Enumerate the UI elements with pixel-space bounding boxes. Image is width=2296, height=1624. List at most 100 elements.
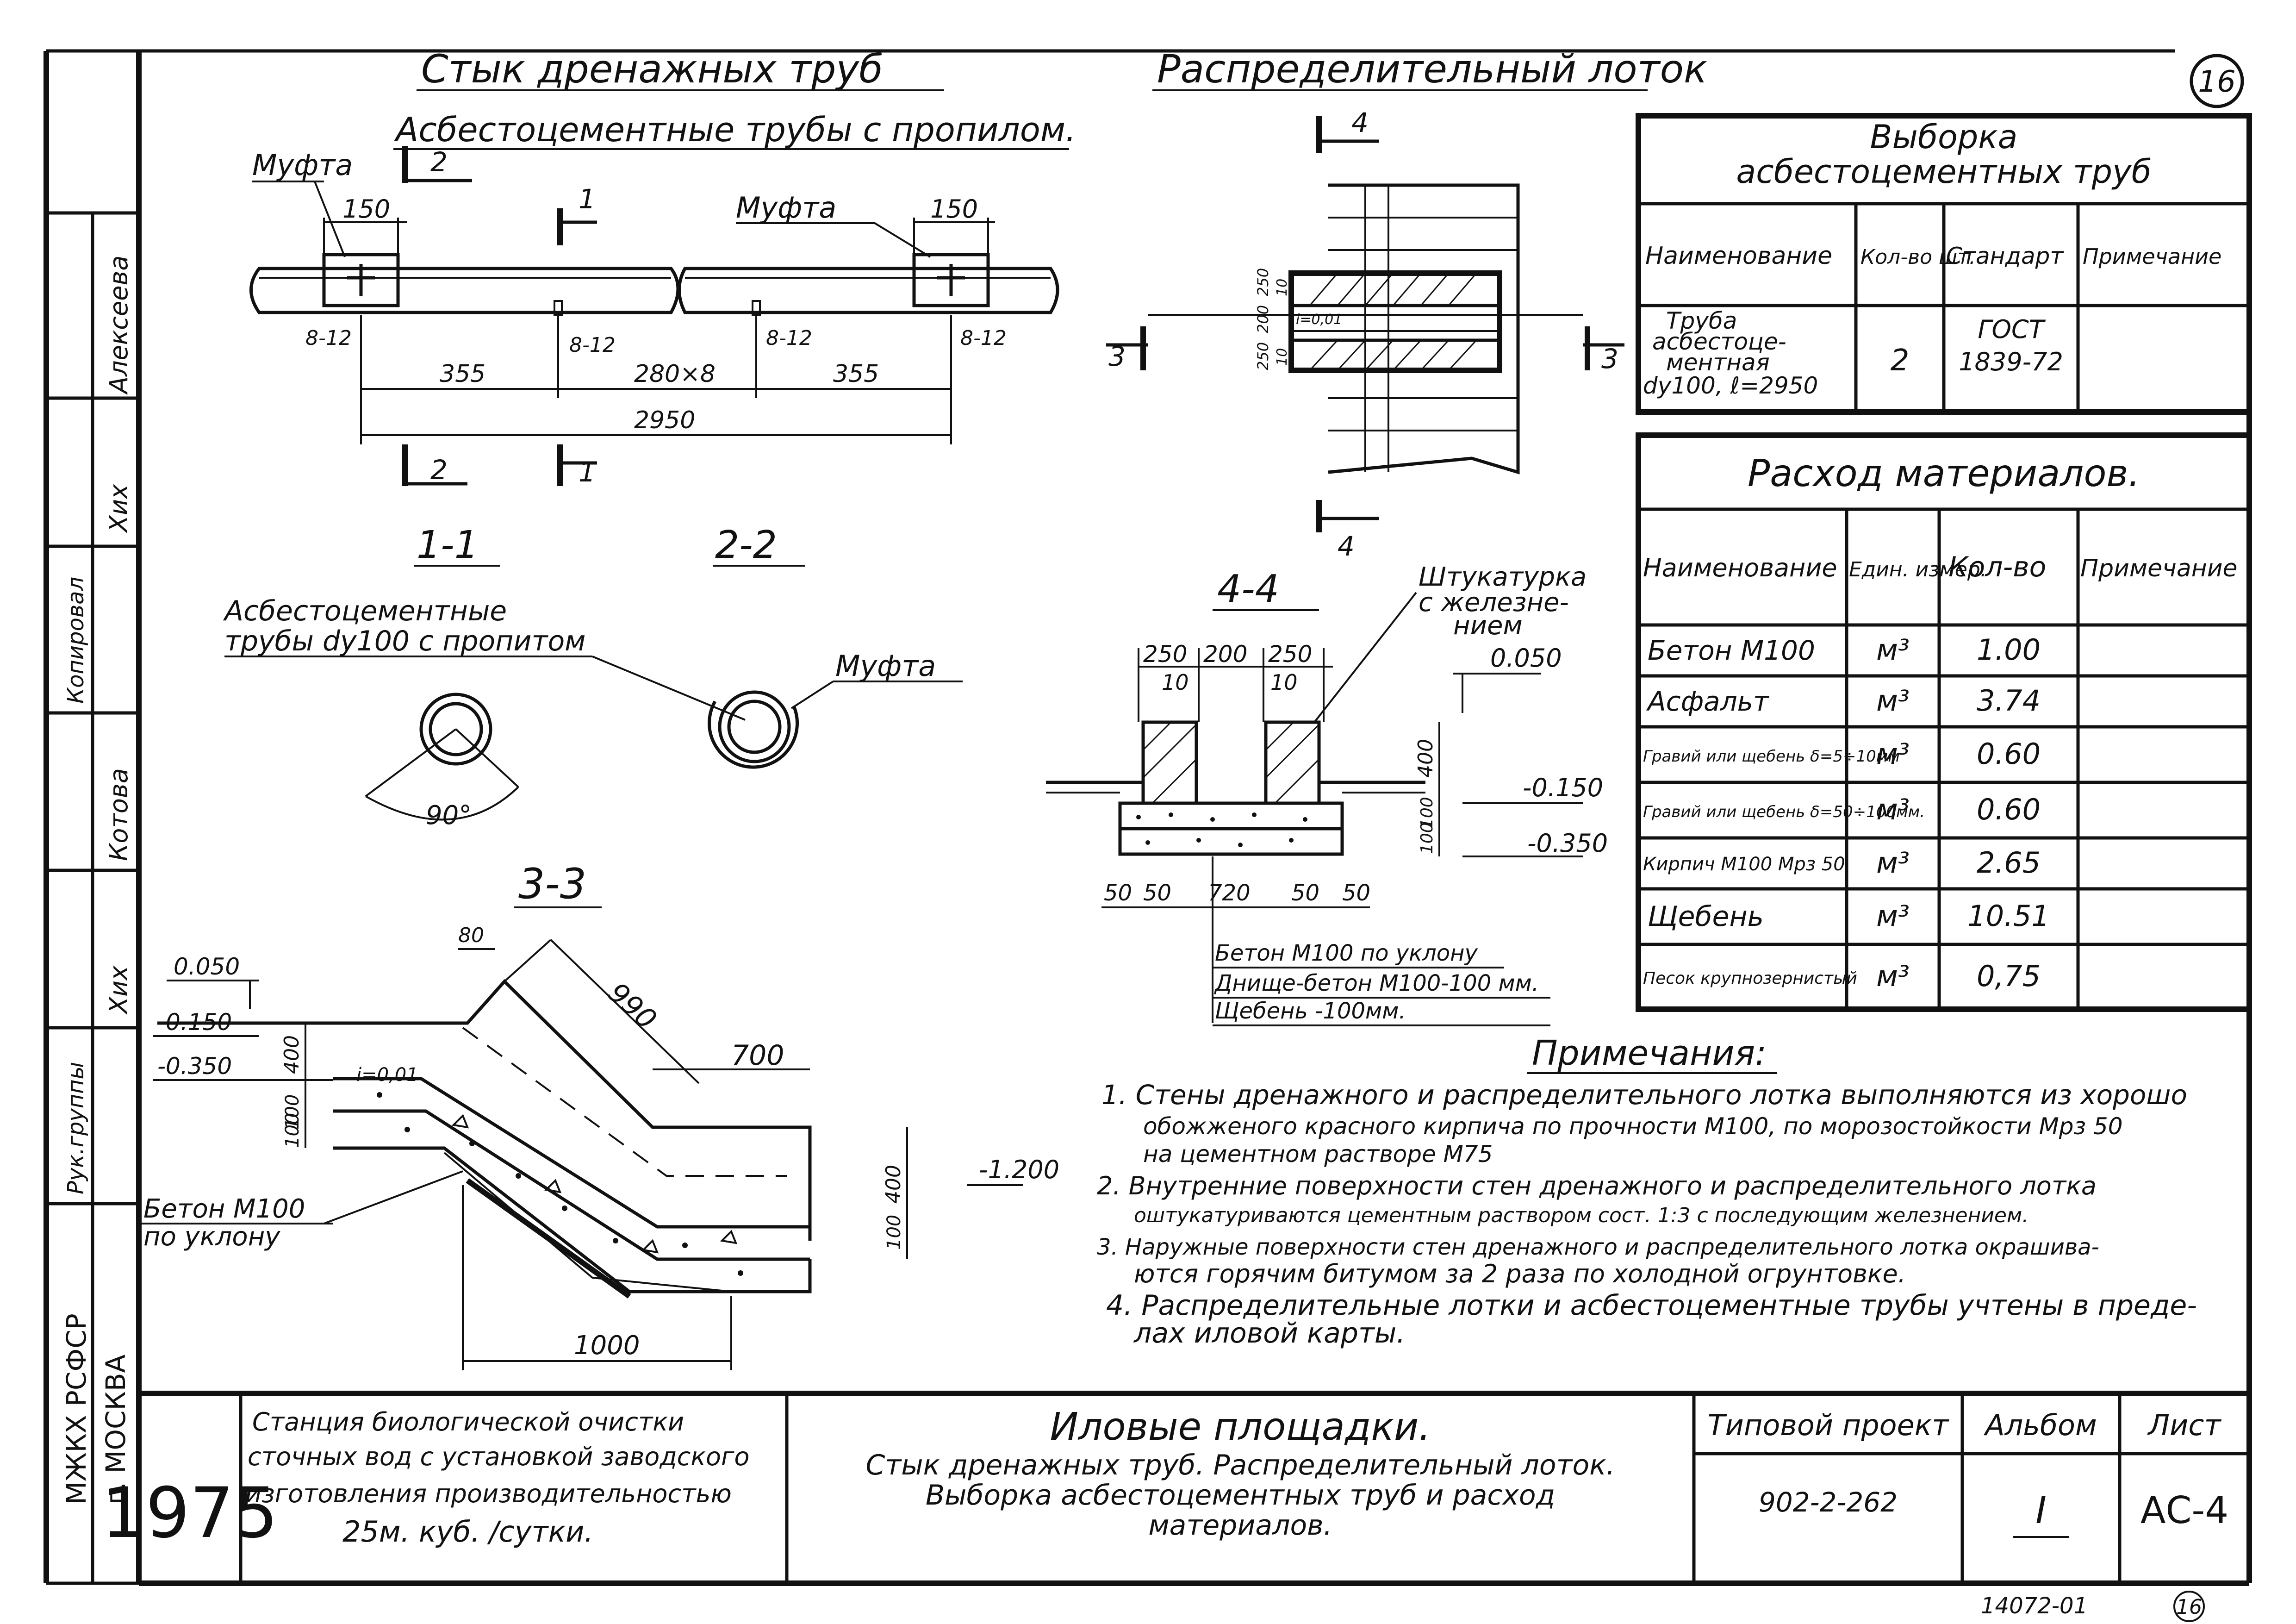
note-line: 3. Наружные поверхности стен дренажного …: [1097, 1234, 2099, 1260]
mat-row-name: Щебень: [1648, 900, 1764, 933]
org-line1: МЖКХ РСФСР: [61, 1313, 92, 1505]
cut-3-left: 3: [1108, 341, 1126, 372]
pipe-note-line1: Асбестоцементные: [223, 595, 507, 627]
s44-lvl-0050: 0.050: [1490, 643, 1562, 673]
project-line4: 25м. куб. /сутки.: [342, 1515, 593, 1549]
mat-row-name: Бетон М100: [1648, 635, 1815, 666]
s44-legend-1: Бетон М100 по уклону: [1215, 940, 1478, 966]
plaster-line3: нием: [1453, 611, 1523, 641]
mat-row-name: Кирпич М100 Мрз 50: [1643, 854, 1845, 875]
plaster-line2: с железне-: [1419, 587, 1569, 618]
s44-dim-50-d: 50: [1342, 880, 1370, 906]
gap-right: 8-12: [960, 326, 1007, 350]
slope-3-3: i=0,01: [356, 1064, 418, 1086]
signer-name: Алексеева: [104, 256, 133, 395]
note-line: оштукатуриваются цементным раствором сос…: [1134, 1204, 2028, 1227]
section-4-4-drawing: 4-4 Штукатурка с железне- нием 250 200 2…: [1046, 562, 1608, 1026]
mat-row-unit: м³: [1876, 633, 1910, 667]
sheet-label: Лист: [2147, 1408, 2221, 1442]
note-line: 4. Распределительные лотки и асбестоцеме…: [1106, 1289, 2197, 1322]
s44-dim-200: 200: [1203, 641, 1247, 668]
mat-header-note: Примечание: [2080, 555, 2238, 582]
section-3-3-title: 3-3: [518, 860, 586, 908]
project-line3: изготовления производительностью: [245, 1479, 732, 1508]
note-line: на цементном растворе М75: [1143, 1141, 1493, 1168]
tray-dim-200: 200: [1254, 305, 1272, 333]
joint-title: Стык дренажных труб: [421, 46, 883, 92]
s44-legend-3: Щебень -100мм.: [1215, 998, 1406, 1024]
s44-dim-100-b: 100: [1418, 822, 1437, 854]
dim-150-right: 150: [930, 194, 978, 224]
role-head: Рук.группы: [63, 1062, 89, 1194]
mat-row-qty: 1.00: [1977, 633, 2041, 667]
tray-dim-10-a: 10: [1274, 279, 1290, 296]
mat-row-unit: м³: [1876, 793, 1910, 826]
cut-1-bottom: 1: [579, 456, 596, 488]
gap-mid-2: 8-12: [766, 326, 812, 350]
s44-legend-2: Днище-бетон М100-100 мм.: [1214, 970, 1539, 996]
pipe-joint-drawing: Стык дренажных труб Асбестоцементные тру…: [249, 46, 1076, 488]
sheet-title-line1: Иловые площадки.: [1050, 1405, 1431, 1449]
small-sections: 1-1 2-2 Асбестоцементные трубы dу100 с п…: [223, 523, 963, 831]
pipe-table: Выборка асбестоцементных труб Наименован…: [1636, 113, 2252, 415]
pipe-header-note: Примечание: [2083, 244, 2221, 269]
notes-block: Примечания: 1. Стены дренажного и распре…: [1097, 1033, 2197, 1349]
section-2-2-title: 2-2: [715, 523, 777, 567]
signer-signature: Хих: [104, 484, 133, 534]
tray-plan-drawing: Распределительный лоток 4 4: [1106, 46, 1707, 562]
concrete-label-line1: Бетон М100: [143, 1194, 305, 1224]
tray-dim-250-b: 250: [1254, 342, 1272, 370]
pipe-note-line2: трубы dу100 с пропитом: [224, 625, 585, 657]
lvl-3-3-m0350: -0.350: [157, 1053, 232, 1080]
s44-dim-50-c: 50: [1291, 880, 1319, 906]
coupling-right: [912, 253, 990, 307]
mat-row-unit: м³: [1876, 846, 1910, 880]
mat-header-qty: Кол-во: [1948, 551, 2046, 583]
dim-100-b: 100: [282, 1113, 303, 1148]
pipe-row-std-1: ГОСТ: [1978, 315, 2046, 344]
mat-row-unit: м³: [1876, 899, 1910, 933]
coupling-label-right: Муфта: [736, 191, 836, 225]
sheet-title-line3: Выборка асбестоцементных труб и расход: [926, 1479, 1555, 1512]
pipe-header-name: Наименование: [1645, 242, 1832, 270]
name-head: Хих: [104, 965, 133, 1015]
note-line: лах иловой карты.: [1133, 1317, 1405, 1349]
dim-1000: 1000: [574, 1330, 640, 1361]
mat-row-qty: 2.65: [1977, 846, 2041, 880]
project-line1: Станция биологической очистки: [252, 1407, 684, 1437]
mat-header-unit: Един. измер.: [1849, 558, 1987, 581]
cut-1-top: 1: [579, 183, 596, 215]
plaster-line1: Штукатурка: [1419, 562, 1587, 592]
cut-4-bottom: 4: [1338, 531, 1355, 562]
mat-row-qty: 0.60: [1977, 737, 2041, 771]
dim-80: 80: [458, 924, 484, 947]
cut-4-top: 4: [1351, 107, 1369, 138]
dim-355-left: 355: [440, 360, 485, 388]
mat-row-qty: 0.60: [1977, 793, 2041, 826]
album-label: Альбом: [1983, 1408, 2097, 1442]
dim-355-right: 355: [833, 360, 879, 388]
role-copied: Копировал: [63, 577, 89, 704]
bottom-mark-circle: [2173, 1591, 2205, 1622]
pipe-table-title-1: Выборка: [1870, 118, 2018, 156]
pipe-header-qty: Кол-во шт.: [1860, 245, 1976, 269]
dim-100-c: 100: [884, 1215, 905, 1250]
s44-dim-50-a: 50: [1104, 880, 1132, 906]
sheet-number: 16: [2198, 65, 2235, 99]
pipe-section-1-1: [419, 693, 492, 766]
pipe-row-qty: 2: [1891, 344, 1910, 378]
pipe-row-name-3: ментная: [1666, 349, 1770, 376]
mat-row-name: Асфальт: [1646, 686, 1770, 717]
pipe-section-2-2: [718, 690, 791, 763]
coupling-left: [322, 253, 400, 307]
mat-header-name: Наименование: [1643, 553, 1837, 582]
dim-700: 700: [731, 1039, 784, 1072]
note-line: 2. Внутренние поверхности стен дренажног…: [1097, 1171, 2097, 1200]
mat-row-unit: м³: [1876, 959, 1910, 993]
year: 1975: [101, 1473, 278, 1554]
s44-dim-50-b: 50: [1143, 880, 1171, 906]
cut-2-top: 2: [430, 146, 448, 178]
typical-project-label: Типовой проект: [1708, 1408, 1950, 1442]
sheet-number-circle: [2190, 54, 2244, 108]
